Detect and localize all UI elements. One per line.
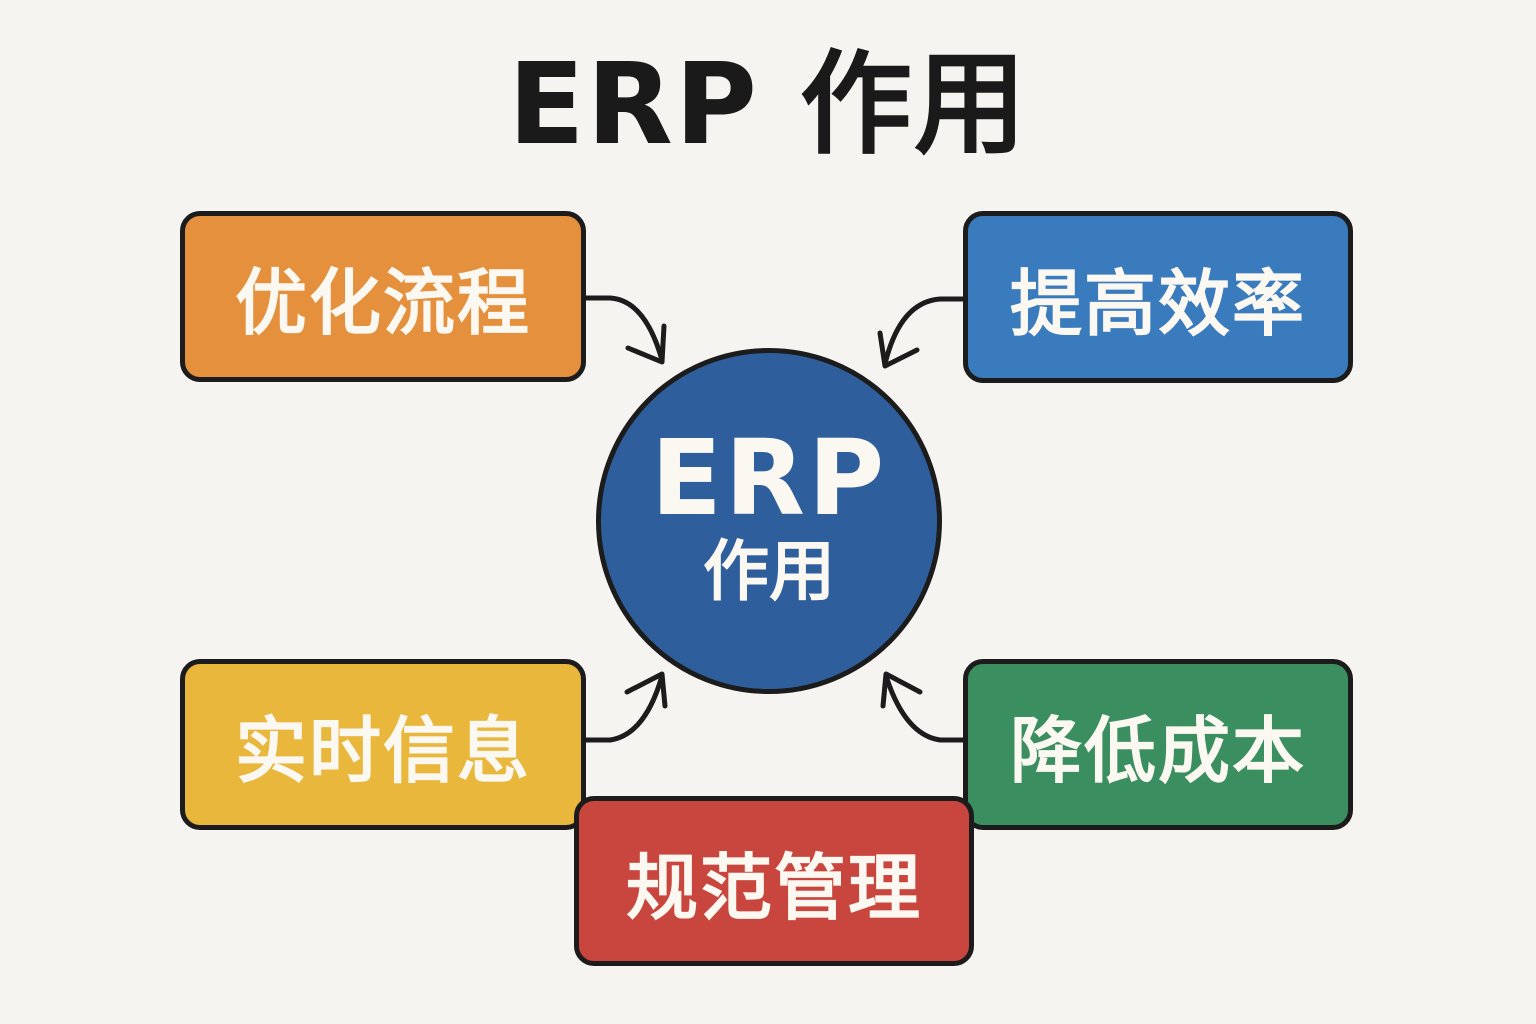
arrow-optimize-process-to-hub bbox=[583, 295, 667, 365]
node-standardize-management: 规范管理 bbox=[574, 796, 974, 966]
arrow-reduce-cost-to-hub bbox=[880, 671, 966, 743]
node-realtime-info: 实时信息 bbox=[180, 659, 586, 830]
node-label: 实时信息 bbox=[234, 709, 531, 793]
node-label: 降低成本 bbox=[1009, 709, 1306, 793]
diagram-title: ERP 作用 bbox=[508, 40, 1028, 170]
arrow-realtime-info-to-hub bbox=[583, 671, 668, 743]
node-optimize-process: 优化流程 bbox=[180, 211, 586, 382]
node-label: 提高效率 bbox=[1009, 261, 1306, 346]
hub-main-label: ERP bbox=[650, 417, 888, 539]
arrow-improve-efficiency-to-hub bbox=[877, 296, 966, 369]
node-label: 优化流程 bbox=[234, 261, 531, 345]
node-reduce-cost: 降低成本 bbox=[963, 659, 1353, 830]
node-improve-efficiency: 提高效率 bbox=[963, 211, 1353, 383]
node-label: 规范管理 bbox=[625, 845, 922, 930]
erp-hub-circle: ERP 作用 bbox=[596, 348, 942, 694]
hub-sub-label: 作用 bbox=[703, 533, 835, 610]
